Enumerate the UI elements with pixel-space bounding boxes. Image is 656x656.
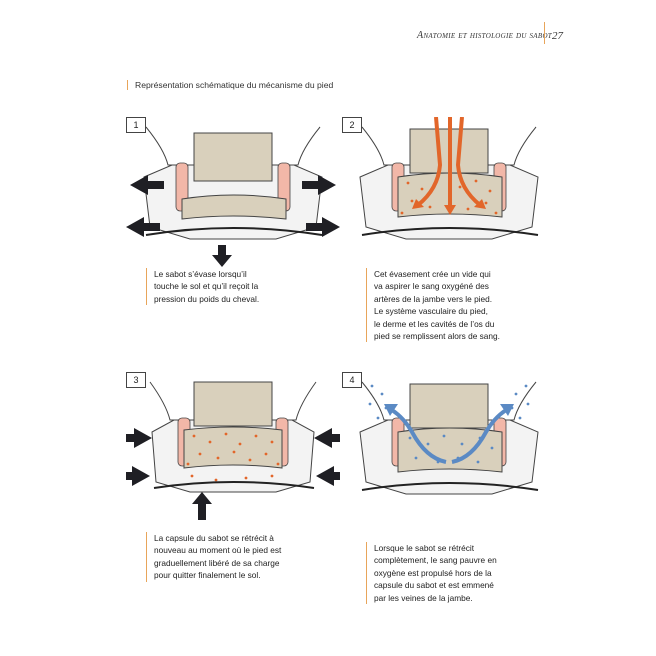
caption-line: Lorsque le sabot se rétrécit [374, 543, 475, 553]
caption-line: Le sabot s’évase lorsqu’il [154, 269, 247, 279]
hoof-drawing-2 [359, 116, 539, 240]
caption-2: Cet évasement crée un vide qui va aspire… [366, 268, 500, 343]
caption-line: pour quitter finalement le sol. [154, 570, 261, 581]
caption-line: complètement, le sang pauvre en [374, 555, 497, 566]
caption-line: La capsule du sabot se rétrécit à [154, 533, 274, 543]
caption-line: par les veines de la jambe. [374, 592, 473, 603]
caption-line: le derme et les cavités de l’os du [374, 318, 495, 329]
hoof-drawing-1 [126, 126, 340, 267]
caption-line: capsule du sabot et est emmené [374, 580, 494, 591]
running-head: Anatomie et histologie du sabot [417, 30, 552, 41]
caption-line: graduellement libéré de sa charge [154, 557, 280, 568]
caption-4: Lorsque le sabot se rétrécit complètemen… [366, 542, 497, 605]
caption-line: nouveau au moment où le pied est [154, 545, 282, 556]
hoof-drawing-3 [116, 381, 350, 520]
caption-line: pression du poids du cheval. [154, 293, 260, 304]
caption-line: pied se remplissent alors de sang. [374, 331, 500, 342]
hoof-diagram-2: 2 [342, 116, 556, 267]
caption-1: Le sabot s’évase lorsqu’il touche le sol… [146, 268, 260, 306]
caption-line: va aspirer le sang oxygéné des [374, 281, 489, 292]
step-number: 1 [126, 117, 146, 133]
caption-line: artères de la jambe vers le pied. [374, 293, 493, 304]
hoof-drawing-4 [359, 381, 539, 495]
header-divider [544, 22, 545, 44]
step-number: 2 [342, 117, 362, 133]
caption-line: touche le sol et qu’il reçoit la [154, 281, 259, 292]
caption-line: oxygène est propulsé hors de la [374, 567, 492, 578]
page-number: 27 [552, 30, 563, 42]
hoof-diagram-1: 1 [126, 117, 340, 267]
hoof-diagram-3: 3 [116, 372, 350, 522]
hoof-diagram-4: 4 [342, 372, 556, 522]
caption-line: Le système vasculaire du pied, [374, 306, 488, 317]
caption-line: Cet évasement crée un vide qui [374, 269, 491, 279]
step-number: 3 [126, 372, 146, 388]
section-title: Représentation schématique du mécanisme … [127, 80, 333, 90]
caption-3: La capsule du sabot se rétrécit à nouvea… [146, 532, 281, 582]
step-number: 4 [342, 372, 362, 388]
